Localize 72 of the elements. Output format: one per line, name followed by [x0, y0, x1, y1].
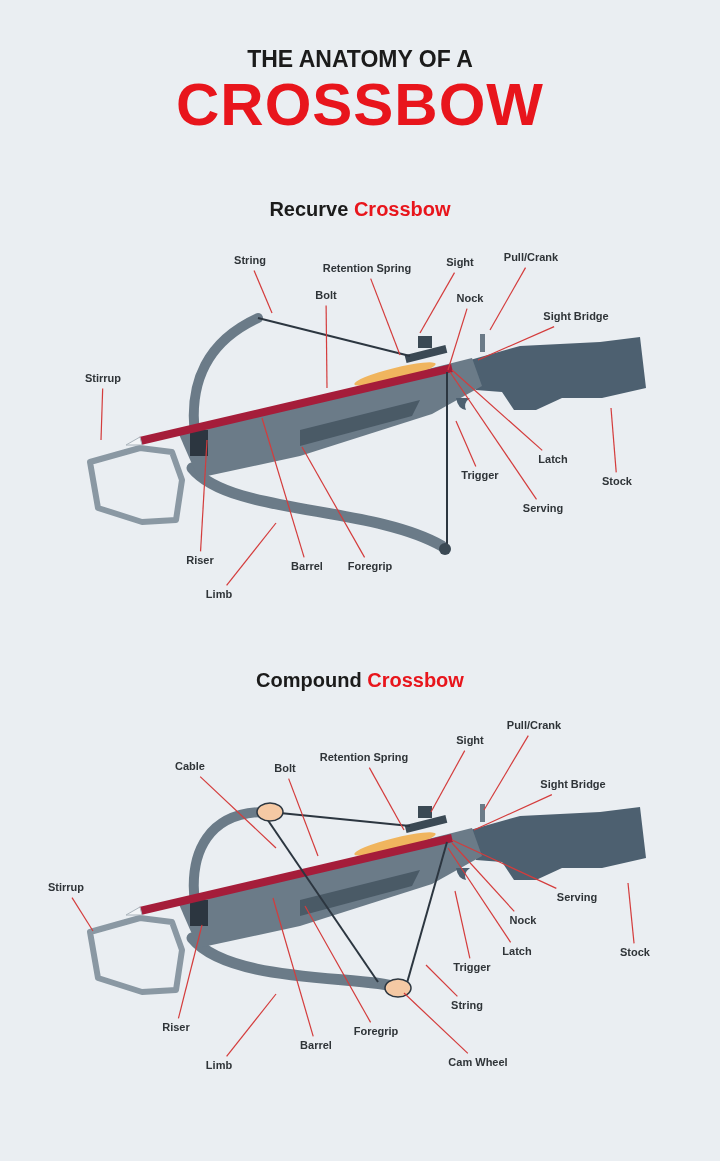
leader-line [199, 439, 208, 552]
leader-line [419, 272, 456, 334]
leader-line [71, 897, 94, 932]
leader-line [447, 847, 512, 943]
part-label: Bolt [315, 289, 337, 303]
title: THE ANATOMY OF A [246, 46, 474, 73]
part-label: Trigger [461, 469, 499, 483]
part-label: String [234, 254, 266, 268]
part-label: Stirrup [84, 372, 122, 386]
leader-line [253, 270, 273, 314]
part-label: Limb [205, 1059, 233, 1073]
leader-line [325, 305, 328, 389]
part-label: Foregrip [347, 560, 393, 574]
leader-line [301, 446, 366, 558]
part-label: Sight Bridge [540, 778, 606, 792]
leader-line [288, 778, 319, 857]
leader-line [610, 407, 617, 473]
part-label: Foregrip [353, 1025, 399, 1039]
part-label: Riser [162, 1021, 190, 1035]
leader-line [451, 369, 543, 451]
leader-line [261, 417, 305, 558]
leader-line [473, 794, 553, 831]
leader-line [226, 993, 277, 1057]
leader-line [451, 839, 557, 889]
part-label: Latch [538, 453, 568, 467]
part-label: String [451, 999, 483, 1013]
leader-line [447, 308, 468, 371]
leader-line [449, 371, 538, 500]
part-label: Pull/Crank [506, 719, 562, 733]
part-label: Sight [456, 734, 484, 748]
part-label: Nock [456, 292, 484, 306]
part-label: Cam Wheel [448, 1056, 508, 1070]
title: CROSSBOW [175, 70, 545, 139]
leader-line [489, 267, 527, 331]
part-label: Nock [509, 914, 537, 928]
leader-line [100, 388, 104, 441]
part-label: Serving [522, 502, 564, 516]
leader-line [455, 420, 477, 467]
leader-line [370, 278, 401, 356]
part-label: Pull/Crank [503, 251, 559, 265]
leader-line [226, 522, 277, 586]
section-heading: Compound Crossbow [255, 669, 465, 692]
part-label: Stock [620, 946, 650, 960]
leader-line [272, 897, 314, 1037]
leader-line [483, 735, 529, 811]
part-label: Retention Spring [319, 751, 409, 765]
leader-line [425, 964, 458, 997]
leader-line [177, 924, 203, 1019]
part-label: Barrel [291, 560, 323, 574]
part-label: Sight Bridge [543, 310, 609, 324]
part-label: Limb [205, 588, 233, 602]
part-label: Cable [175, 760, 205, 774]
part-label: Serving [556, 891, 598, 905]
part-label: Bolt [274, 762, 296, 776]
leader-line [454, 890, 471, 959]
section-heading: Recurve Crossbow [268, 198, 452, 221]
part-label: Latch [502, 945, 532, 959]
leader-line [368, 767, 405, 831]
part-label: Retention Spring [322, 262, 412, 276]
leader-line [199, 776, 277, 849]
leader-line [403, 992, 469, 1054]
leader-line [451, 842, 515, 912]
part-label: Stirrup [47, 881, 85, 895]
part-label: Stock [602, 475, 632, 489]
part-label: Trigger [453, 961, 491, 975]
part-label: Sight [446, 256, 474, 270]
part-label: Barrel [300, 1039, 332, 1053]
leader-line [304, 905, 372, 1023]
leader-line [627, 882, 635, 944]
leader-line [477, 326, 555, 361]
leader-line [430, 750, 466, 813]
part-label: Riser [186, 554, 214, 568]
